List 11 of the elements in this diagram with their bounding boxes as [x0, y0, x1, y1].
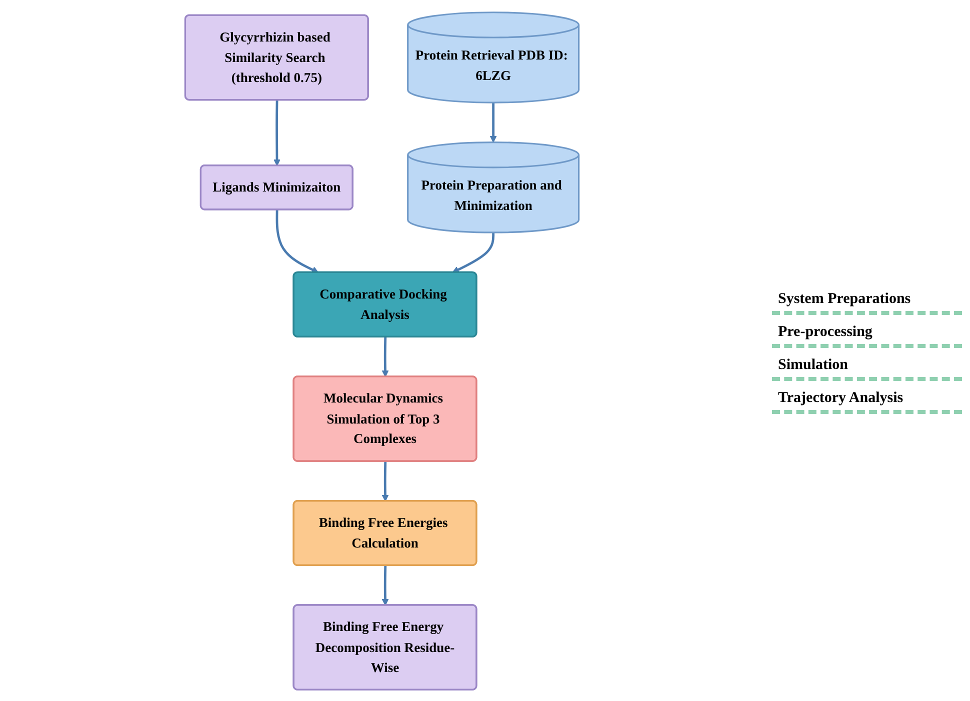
arrow	[490, 102, 497, 142]
step-label: Simulation	[772, 354, 962, 380]
step-label: System Preparations	[772, 288, 962, 314]
arrow	[382, 565, 389, 606]
arrow	[274, 100, 280, 166]
arrow	[382, 460, 389, 502]
arrow	[452, 232, 494, 272]
step-label: Trajectory Analysis	[772, 386, 962, 414]
arrow	[276, 209, 319, 273]
arrow	[382, 336, 389, 377]
step-label: Pre-processing	[772, 320, 962, 348]
